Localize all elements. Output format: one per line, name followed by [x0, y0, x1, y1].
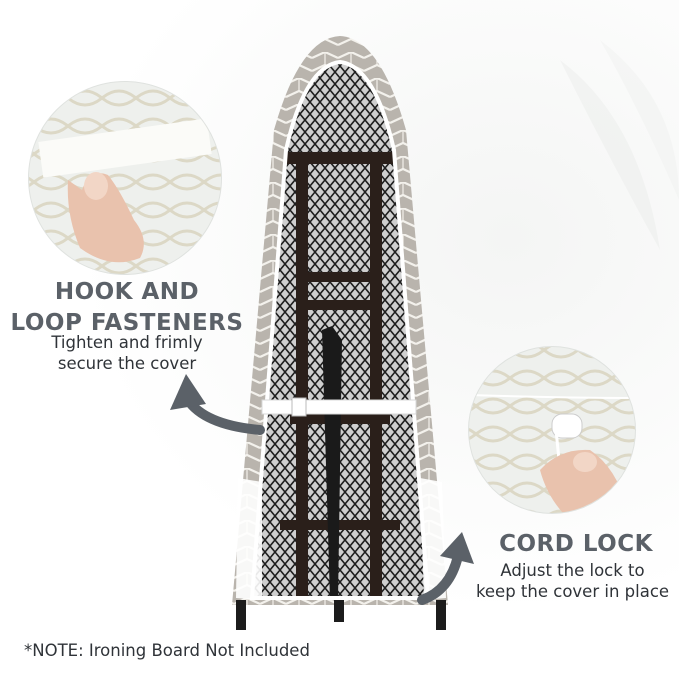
cord-description-line1: Adjust the lock to [500, 561, 645, 580]
cord-lock-description: Adjust the lock to keep the cover in pla… [470, 560, 675, 602]
cord-lock-heading: CORD LOCK [499, 531, 653, 557]
hook-description-line1: Tighten and frimly [51, 333, 203, 352]
hook-and-loop-heading: HOOK AND LOOP FASTENERS [0, 277, 254, 339]
background-shadow [560, 40, 679, 250]
not-included-note: *NOTE: Ironing Board Not Included [24, 641, 310, 660]
cord-description-line2: keep the cover in place [475, 582, 670, 601]
arrow-to-hook-icon [170, 374, 265, 435]
hook-and-loop-closeup [28, 81, 222, 275]
hook-and-loop-description: Tighten and frimly secure the cover [0, 332, 254, 374]
arrow-to-cord-lock-icon [417, 532, 474, 605]
ironing-board-cover [232, 36, 448, 630]
hook-heading-line1: HOOK AND [54, 279, 200, 305]
cord-lock-closeup [468, 346, 636, 514]
hook-heading-line2: LOOP FASTENERS [10, 310, 244, 336]
hook-description-line2: secure the cover [57, 354, 197, 373]
